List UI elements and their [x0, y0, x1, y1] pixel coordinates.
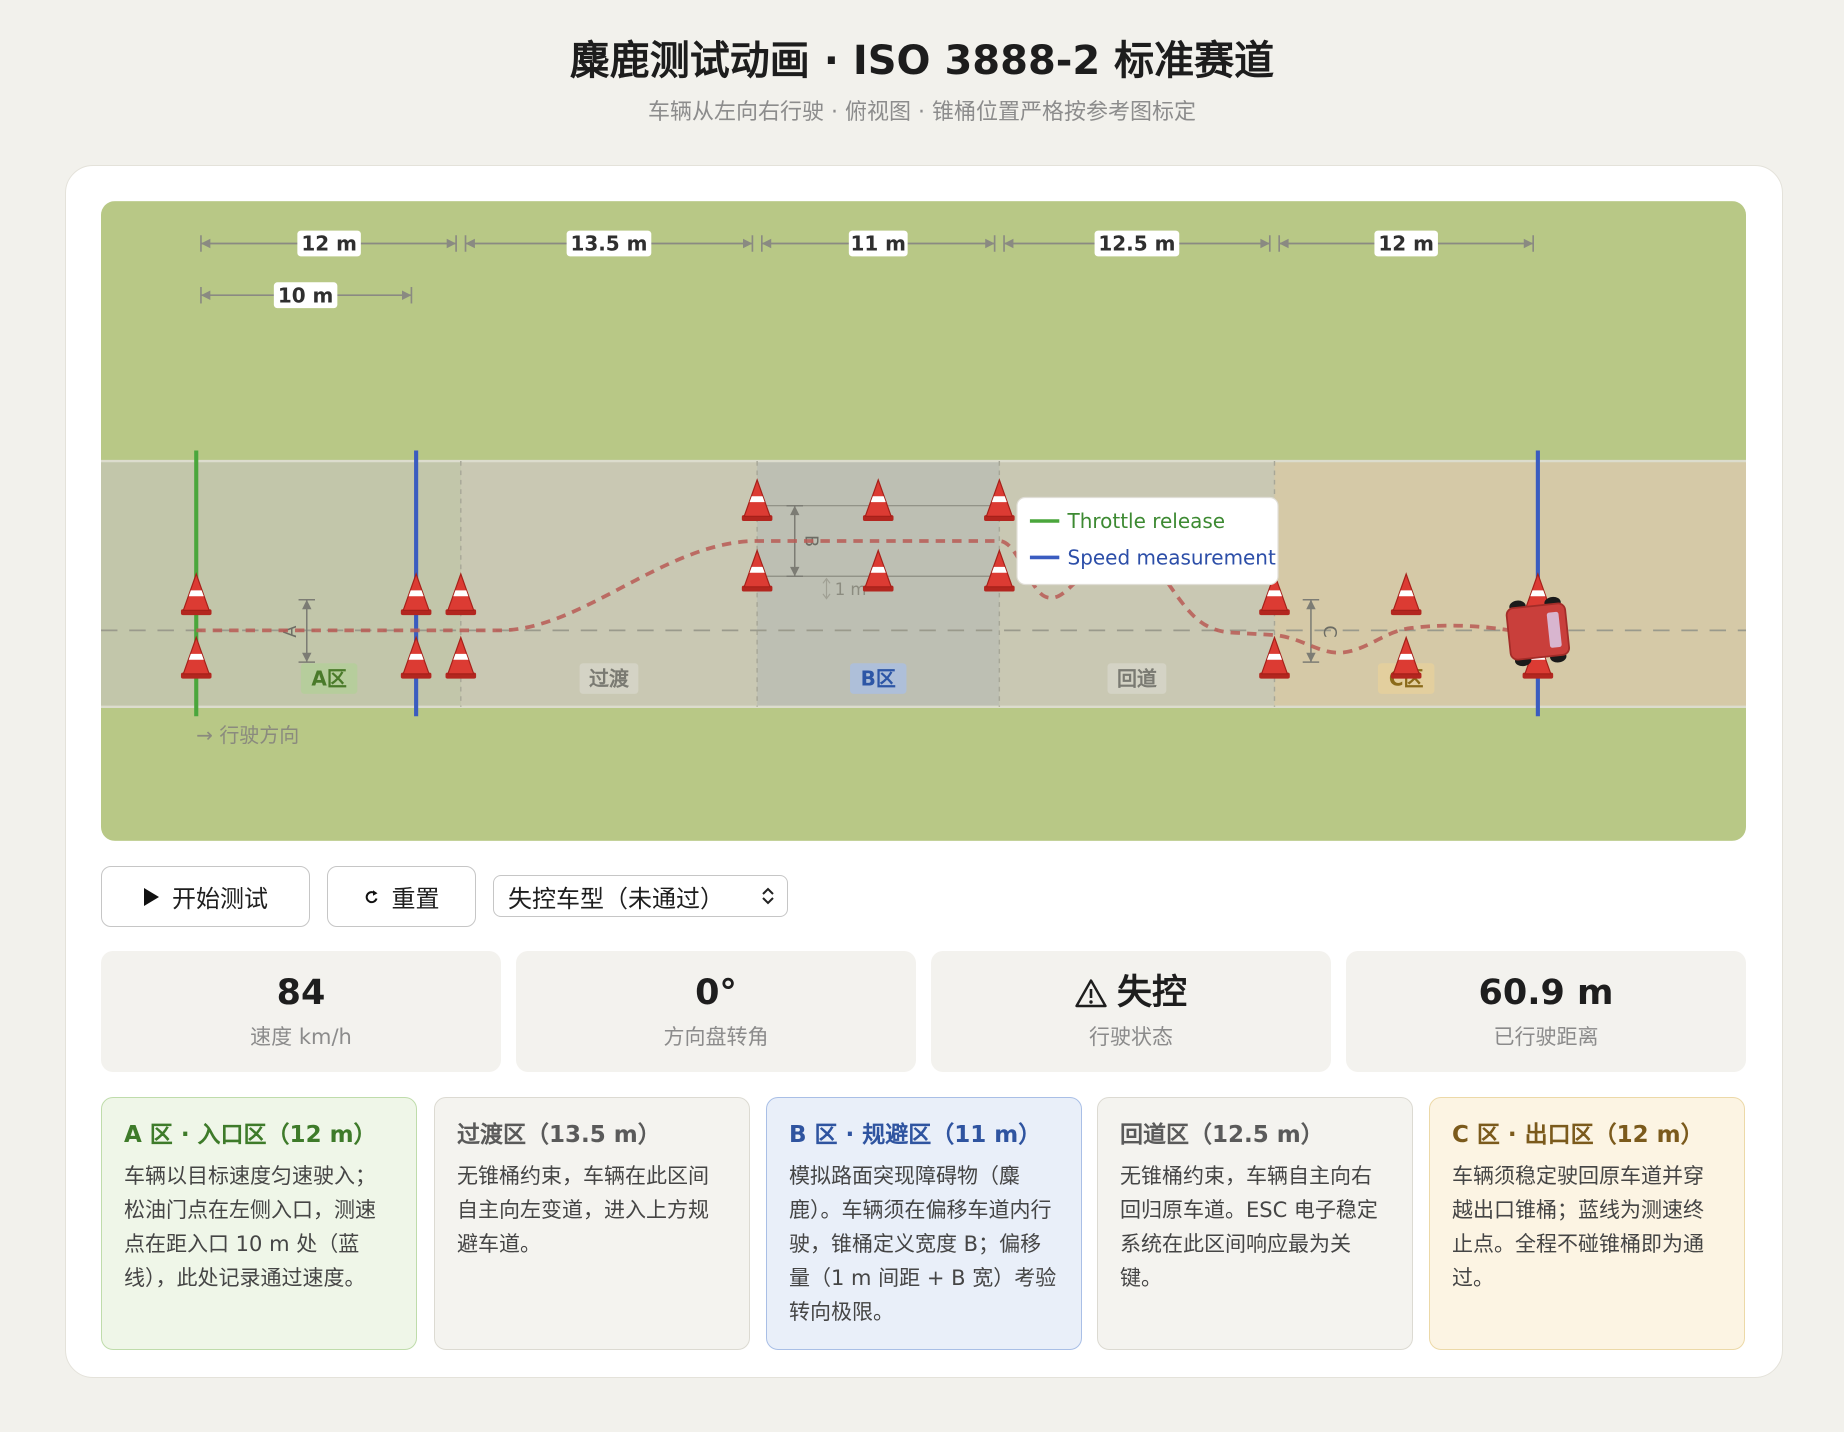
- dimension-label: 12.5 m: [1098, 232, 1175, 256]
- dimension-segment-transition: 13.5 m: [464, 230, 754, 257]
- zone-c-area: [1274, 461, 1746, 707]
- start-test-label: 开始测试: [172, 885, 268, 913]
- dimension-label: 11 m: [850, 232, 906, 256]
- zone-card-return: 回道区（12.5 m） 无锥桶约束，车辆自主向右回归原车道。ESC 电子稳定系统…: [1097, 1097, 1413, 1350]
- page-subtitle: 车辆从左向右行驶 · 俯视图 · 锥桶位置严格按参考图标定: [648, 100, 1196, 125]
- dimension-label: 12 m: [1378, 232, 1434, 256]
- dimension-label: 13.5 m: [570, 232, 647, 256]
- zone-card-a: A 区 · 入口区（12 m） 车辆以目标速度匀速驶入；松油门点在左侧入口，测速…: [101, 1097, 417, 1350]
- stat-steering-label: 方向盘转角: [663, 1025, 769, 1049]
- stat-status-label: 行驶状态: [1089, 1025, 1173, 1049]
- svg-text:过渡: 过渡: [589, 667, 630, 691]
- start-test-button[interactable]: 开始测试: [101, 866, 310, 927]
- zone-card-title: A 区 · 入口区（12 m）: [124, 1122, 377, 1148]
- zone-card-text: 模拟路面突现障碍物（麋鹿）。车辆须在偏移车道内行驶，锥桶定义宽度 B；偏移量（1…: [789, 1164, 1057, 1324]
- dimension-segment-c: 12 m: [1278, 230, 1534, 257]
- stat-steering-value: 0°: [695, 973, 737, 1013]
- page-title: 麋鹿测试动画 · ISO 3888-2 标准赛道: [569, 38, 1275, 84]
- zone-card-c: C 区 · 出口区（12 m） 车辆须稳定驶回原车道并穿越出口锥桶；蓝线为测速终…: [1429, 1097, 1745, 1350]
- stat-speed-value: 84: [276, 973, 326, 1013]
- dimension-label: 12 m: [301, 232, 357, 256]
- stat-distance: 60.9 m 已行驶距离: [1346, 951, 1746, 1072]
- zone-card-title: B 区 · 规避区（11 m）: [789, 1122, 1042, 1148]
- dimension-label: 10 m: [278, 283, 334, 307]
- dimension-measure-distance: 10 m: [200, 282, 413, 309]
- zone-label-a: A区: [300, 663, 358, 694]
- zone-label-return: 回道: [1107, 663, 1167, 694]
- zone-label-b: B区: [850, 663, 907, 694]
- stat-speed-label: 速度 km/h: [250, 1025, 352, 1049]
- dimension-segment-return: 12.5 m: [1003, 230, 1271, 257]
- vehicle: [1505, 596, 1570, 667]
- zone-card-title: 回道区（12.5 m）: [1120, 1122, 1324, 1148]
- svg-text:A区: A区: [311, 667, 346, 691]
- vehicle-type-value: 失控车型（未通过）: [508, 884, 724, 913]
- reset-icon: [365, 889, 377, 903]
- zone-label-transition: 过渡: [579, 663, 639, 694]
- stat-status: 失控 行驶状态: [931, 951, 1331, 1072]
- width-label-c: C: [1319, 625, 1339, 637]
- stat-status-value-row: 失控: [1075, 972, 1187, 1014]
- dimension-segment-b: 11 m: [760, 230, 996, 257]
- zone-card-b: B 区 · 规避区（11 m） 模拟路面突现障碍物（麋鹿）。车辆须在偏移车道内行…: [766, 1097, 1082, 1350]
- stat-distance-value: 60.9 m: [1478, 973, 1614, 1013]
- zone-card-text: 无锥桶约束，车辆在此区间自主向左变道，进入上方规避车道。: [457, 1164, 709, 1256]
- legend-throttle-release: Throttle release: [1067, 509, 1226, 533]
- direction-hint: → 行驶方向: [196, 723, 299, 747]
- warning-icon: [1075, 979, 1107, 1008]
- play-icon: [144, 887, 159, 906]
- vehicle-windshield: [1546, 611, 1562, 648]
- track-view: A B C 1 m: [101, 201, 1746, 841]
- zone-a-area: [101, 461, 461, 707]
- track-canvas: A B C 1 m: [101, 201, 1746, 841]
- lane-gap-label: 1 m: [835, 580, 867, 599]
- zone-card-title: 过渡区（13.5 m）: [457, 1122, 661, 1148]
- stat-steering: 0° 方向盘转角: [516, 951, 916, 1072]
- zone-card-transition: 过渡区（13.5 m） 无锥桶约束，车辆在此区间自主向左变道，进入上方规避车道。: [434, 1097, 750, 1350]
- zone-card-text: 无锥桶约束，车辆自主向右回归原车道。ESC 电子稳定系统在此区间响应最为关键。: [1120, 1164, 1378, 1290]
- reset-label: 重置: [391, 885, 440, 913]
- track-legend: Throttle release Speed measurement: [1016, 496, 1279, 586]
- lane-gap-annotation: 1 m: [822, 577, 867, 600]
- stat-distance-label: 已行驶距离: [1493, 1025, 1599, 1049]
- stat-speed: 84 速度 km/h: [101, 951, 501, 1072]
- zone-card-title: C 区 · 出口区（12 m）: [1452, 1122, 1704, 1148]
- svg-text:B区: B区: [861, 667, 896, 691]
- stat-status-value: 失控: [1116, 973, 1187, 1013]
- vehicle-type-select[interactable]: 失控车型（未通过）: [493, 875, 788, 917]
- reset-button[interactable]: 重置: [327, 866, 476, 927]
- svg-text:回道: 回道: [1117, 667, 1157, 691]
- chevron-updown-icon: [762, 887, 774, 905]
- width-dimension-c: C: [1302, 599, 1339, 663]
- zone-card-text: 车辆以目标速度匀速驶入；松油门点在左侧入口，测速点在距入口 10 m 处（蓝线）…: [124, 1164, 376, 1290]
- dimension-segment-a: 12 m: [200, 230, 457, 257]
- zone-card-text: 车辆须稳定驶回原车道并穿越出口锥桶；蓝线为测速终止点。全程不碰锥桶即为通过。: [1452, 1164, 1704, 1290]
- legend-speed-measurement: Speed measurement: [1068, 546, 1276, 570]
- updown-arrow-icon: [822, 577, 831, 600]
